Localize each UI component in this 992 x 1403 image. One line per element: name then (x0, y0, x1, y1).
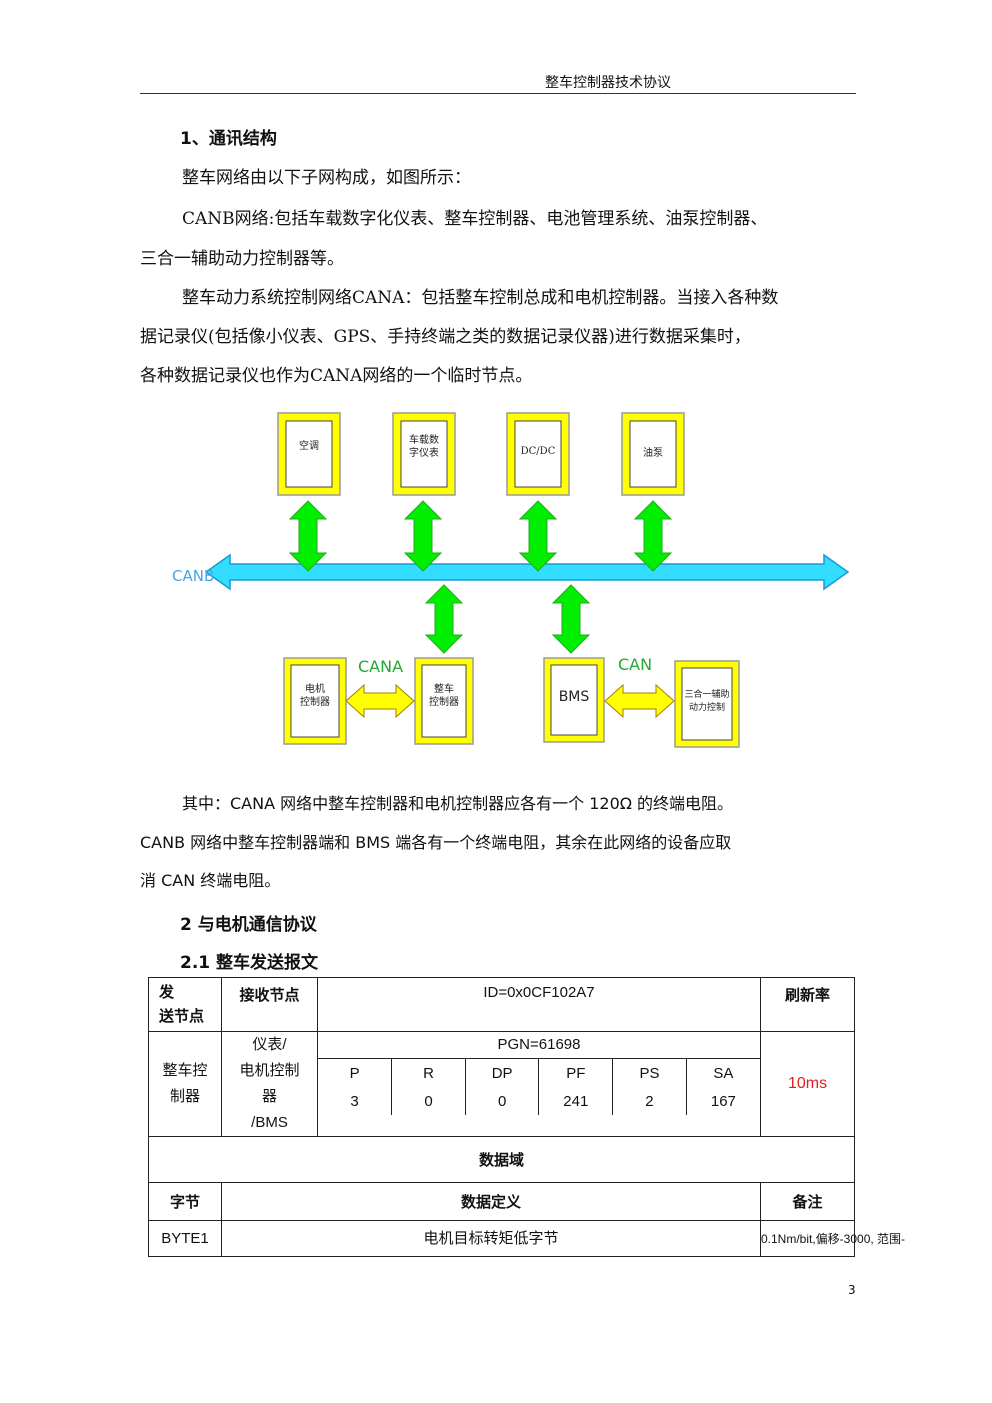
section-heading-2: 2 与电机通信协议 (180, 915, 317, 935)
row-definition: 电机目标转矩低字节 (221, 1220, 761, 1257)
paragraph: 据记录仪(包括像小仪表、GPS、手持终端之类的数据记录仪器)进行数据采集时， (140, 327, 751, 347)
value-p: 3 (350, 1092, 359, 1110)
pgn-spacer (318, 1115, 760, 1135)
vertical-arrows (288, 500, 673, 654)
page-number: 3 (848, 1283, 856, 1297)
node-label-oil-pump: 油泵 (643, 448, 663, 459)
note-line: CANB 网络中整车控制器端和 BMS 端各有一个终端电阻，其余在此网络的设备应… (140, 833, 732, 852)
row-byte: BYTE1 (148, 1220, 222, 1257)
paragraph: 各种数据记录仪也作为CANA网络的一个临时节点。 (140, 366, 533, 386)
top-node-boxes (277, 412, 685, 496)
protocol-table: 发 送节点 接收节点 ID=0x0CF102A7 刷新率 整车控 制器 仪表/ … (148, 977, 905, 1257)
receiver-value: 仪表/ 电机控制 器 /BMS (221, 1031, 318, 1137)
header-sender: 发 送节点 (148, 977, 222, 1032)
bus-label-canb: CANB (172, 567, 215, 585)
paragraph: 三合一辅助动力控制器等。 (140, 249, 344, 269)
value-dp: 0 (464, 1087, 539, 1115)
bottom-node-boxes (283, 657, 740, 748)
network-diagram: 空调 车载数 字仪表 DC/DC 油泵 电机 控制器 整车 控制器 BMS 三合… (160, 405, 860, 755)
pgn-block: PGN=61698 P R DP PF PS SA 3 0 0 241 2 16… (317, 1031, 761, 1137)
field-dp: DP (464, 1059, 539, 1087)
value-r: 0 (391, 1087, 466, 1115)
header-id: ID=0x0CF102A7 (317, 977, 761, 1032)
canb-bus (204, 553, 850, 591)
node-label-ac: 空调 (299, 441, 319, 452)
value-ps: 2 (612, 1087, 687, 1115)
col-note: 备注 (760, 1182, 855, 1221)
col-definition-label: 数据定义 (460, 1194, 521, 1211)
pgn-value: PGN=61698 (318, 1032, 760, 1059)
note-line: 其中：CANA 网络中整车控制器和电机控制器应各有一个 120Ω 的终端电阻。 (182, 794, 734, 813)
node-label-bms: BMS (558, 689, 590, 705)
field-r: R (391, 1059, 466, 1087)
node-label-vehicle-controller: 整车 控制器 (429, 684, 459, 708)
field-ps: PS (612, 1059, 687, 1087)
sub-heading-2-1: 2.1 整车发送报文 (180, 953, 319, 973)
paragraph: CANB网络:包括车载数字化仪表、整车控制器、电池管理系统、油泵控制器、 (182, 209, 768, 229)
field-pf: PF (538, 1059, 613, 1087)
field-p: P (349, 1064, 360, 1082)
header-receiver: 接收节点 (221, 977, 318, 1032)
section-heading-1: 1、通讯结构 (180, 129, 277, 149)
node-label-instrument: 车载数 字仪表 (409, 435, 439, 459)
col-definition: 数据定义 (221, 1182, 761, 1221)
pgn-fields: P R DP PF PS SA 3 0 0 241 2 167 (318, 1059, 760, 1135)
paragraph: 整车动力系统控制网络CANA：包括整车控制总成和电机控制器。当接入各种数 (182, 288, 779, 308)
value-pf: 241 (538, 1087, 613, 1115)
value-sa: 167 (685, 1087, 760, 1115)
note-line: 消 CAN 终端电阻。 (140, 871, 281, 890)
sender-value: 整车控 制器 (148, 1031, 222, 1137)
data-field-header: 数据域 (148, 1136, 855, 1183)
node-label-dcdc: DC/DC (520, 446, 556, 457)
link-label-cana: CANA (358, 657, 404, 676)
node-label-motor-controller: 电机 控制器 (300, 684, 330, 708)
col-byte: 字节 (148, 1182, 222, 1221)
refresh-value: 10ms (760, 1031, 855, 1137)
network-diagram-graphic (204, 412, 850, 748)
node-label-aux-controller: 三合一辅助 动力控制 (684, 690, 730, 713)
paragraph: 整车网络由以下子网构成，如图所示： (182, 168, 471, 188)
link-label-can: CAN (618, 655, 653, 674)
field-sa: SA (685, 1059, 760, 1087)
row-note: 0.1Nm/bit,偏移-3000, 范围- (760, 1220, 905, 1257)
horizontal-arrows (345, 683, 675, 719)
header-divider (140, 93, 856, 94)
header-refresh: 刷新率 (760, 977, 855, 1032)
header-title: 整车控制器技术协议 (545, 75, 671, 91)
